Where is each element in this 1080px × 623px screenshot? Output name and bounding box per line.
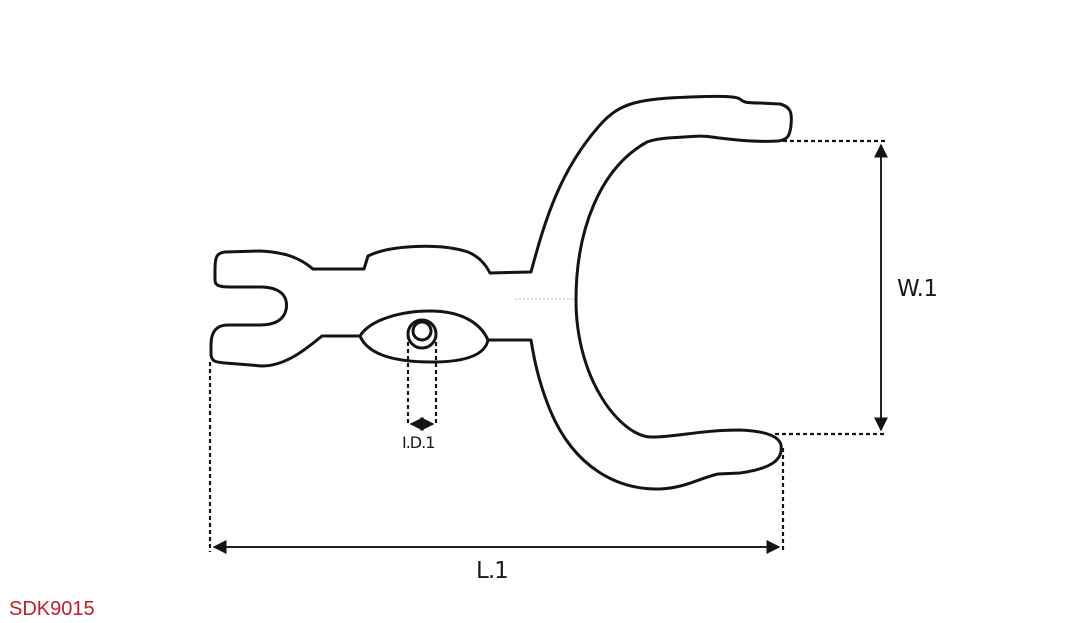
width-dimension: [775, 139, 888, 436]
inner-diameter-dimension: [406, 335, 438, 431]
part-code: SDK9015: [9, 598, 95, 620]
width-label: W.1: [897, 276, 938, 302]
pivot-pin-outer: [406, 318, 438, 350]
length-dimension: [208, 362, 785, 554]
inner-diameter-label: I.D.1: [402, 433, 435, 452]
fork-outline: [209, 94, 793, 491]
pivot-pin-inner: [411, 320, 433, 342]
length-label: L.1: [476, 558, 509, 584]
